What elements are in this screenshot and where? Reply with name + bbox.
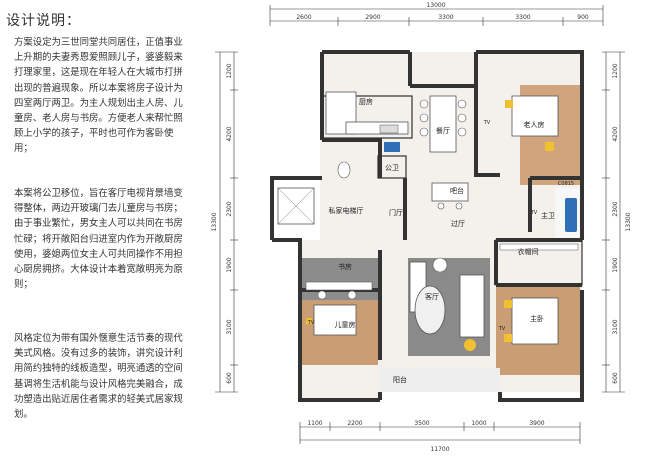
- dim-left-1: 1200: [226, 63, 233, 78]
- dim-left-5: 3100: [226, 319, 233, 334]
- floor-plan: 13000 2600 2900 3300 3300 900 1100 2200 …: [211, 2, 632, 453]
- dim-top-2: 2900: [365, 14, 380, 21]
- room-public-bath: 公卫: [385, 164, 399, 172]
- dim-right-5: 3100: [612, 319, 619, 334]
- room-master-bath: 主卫: [541, 211, 555, 220]
- dim-bottom-5: 3900: [529, 420, 544, 427]
- cabinet-label: C0815: [558, 181, 574, 187]
- dim-right-1: 1200: [612, 63, 619, 78]
- page-title: 设计说明：: [6, 13, 81, 29]
- dim-left-2: 4200: [226, 126, 233, 141]
- room-dining: 餐厅: [436, 126, 450, 135]
- dim-left-6: 600: [226, 372, 233, 384]
- dim-top-3: 3300: [438, 14, 453, 21]
- room-bar: 吧台: [450, 186, 464, 195]
- description-panel: 设计说明： 方案设定为三世同堂共同居住，正值事业上升期的夫妻秀恩爱照顾儿子，婆婆…: [0, 0, 195, 459]
- dim-right-4: 1900: [612, 257, 619, 272]
- dim-top-1: 2600: [296, 14, 311, 21]
- dim-left-4: 1900: [226, 257, 233, 272]
- room-living: 客厅: [425, 292, 439, 301]
- room-study: 书房: [338, 262, 352, 271]
- dim-bottom-total: 11700: [430, 446, 449, 453]
- dim-top-total: 13000: [426, 2, 445, 9]
- room-children: 儿童房: [335, 320, 356, 329]
- dim-right-2: 4200: [612, 126, 619, 141]
- room-balcony: 阳台: [393, 375, 407, 384]
- room-corridor: 过厅: [451, 219, 465, 228]
- tv-label-master-bath: TV: [530, 210, 538, 216]
- dim-top-4: 3300: [515, 14, 530, 21]
- furniture: [277, 91, 579, 351]
- room-elderly: 老人房: [524, 120, 545, 129]
- room-elevator: 私家电梯厅: [329, 206, 364, 215]
- room-kitchen: 厨房: [359, 97, 373, 106]
- tv-label-elderly: TV: [483, 120, 491, 126]
- room-master-bedroom: 主卧: [530, 314, 544, 323]
- room-foyer: 门厅: [389, 208, 403, 217]
- dim-left-3: 2300: [226, 201, 233, 216]
- tv-label-children: TV: [307, 320, 315, 326]
- dim-bottom-3: 3500: [414, 420, 429, 427]
- dim-bottom-1: 1100: [307, 420, 322, 427]
- dim-bottom-2: 2200: [347, 420, 362, 427]
- dim-right-3: 2300: [612, 201, 619, 216]
- description-paragraph-3: 风格定位为带有国外惬意生活节奏的现代美式风格。没有过多的装饰，讲究设计利用简约独…: [14, 333, 183, 421]
- dim-left-total: 13300: [211, 212, 218, 231]
- room-closet: 衣帽间: [518, 247, 539, 256]
- description-paragraph-1: 方案设定为三世同堂共同居住，正值事业上升期的夫妻秀恩爱照顾儿子，婆婆毅来打理家里…: [14, 37, 183, 155]
- dimension-lines: [215, 5, 625, 444]
- description-paragraph-2: 本案将公卫移位，旨在客厅电视背景墙变得整体，两边开玻璃门去儿童房与书房；由于事业…: [14, 188, 183, 291]
- dim-bottom-4: 1000: [471, 420, 486, 427]
- dim-right-total: 13300: [625, 212, 632, 231]
- dim-right-6: 600: [612, 372, 619, 384]
- dim-top-5: 900: [577, 14, 589, 21]
- tv-label-master: TV: [498, 326, 506, 332]
